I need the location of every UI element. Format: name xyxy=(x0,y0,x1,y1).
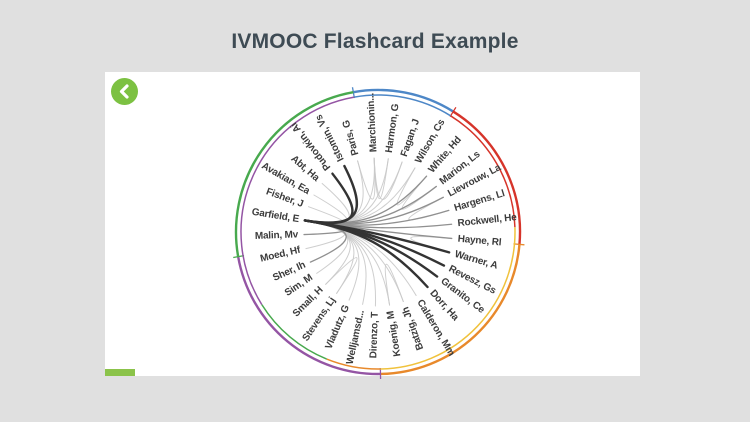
node-label: Malin, Mv xyxy=(255,229,299,242)
node-label: Koenig, M xyxy=(385,310,403,357)
chevron-left-icon xyxy=(119,84,129,99)
node-label: Welljamsd... xyxy=(345,309,367,366)
node-label: Garfield, E xyxy=(251,207,300,225)
page-title: IVMOOC Flashcard Example xyxy=(231,30,519,53)
node-label: Paris, G xyxy=(341,118,362,156)
node-label: Harmon, G xyxy=(384,103,402,154)
node-label: Moed, Hf xyxy=(259,245,302,265)
back-button[interactable] xyxy=(111,78,138,105)
progress-bar xyxy=(105,369,135,376)
node-label: Hayne, Rl xyxy=(457,234,502,249)
node-label: Rockwell, He xyxy=(457,212,518,229)
node-label: Direnzo, T xyxy=(368,312,381,359)
node-label: Marchionin... xyxy=(365,92,379,152)
